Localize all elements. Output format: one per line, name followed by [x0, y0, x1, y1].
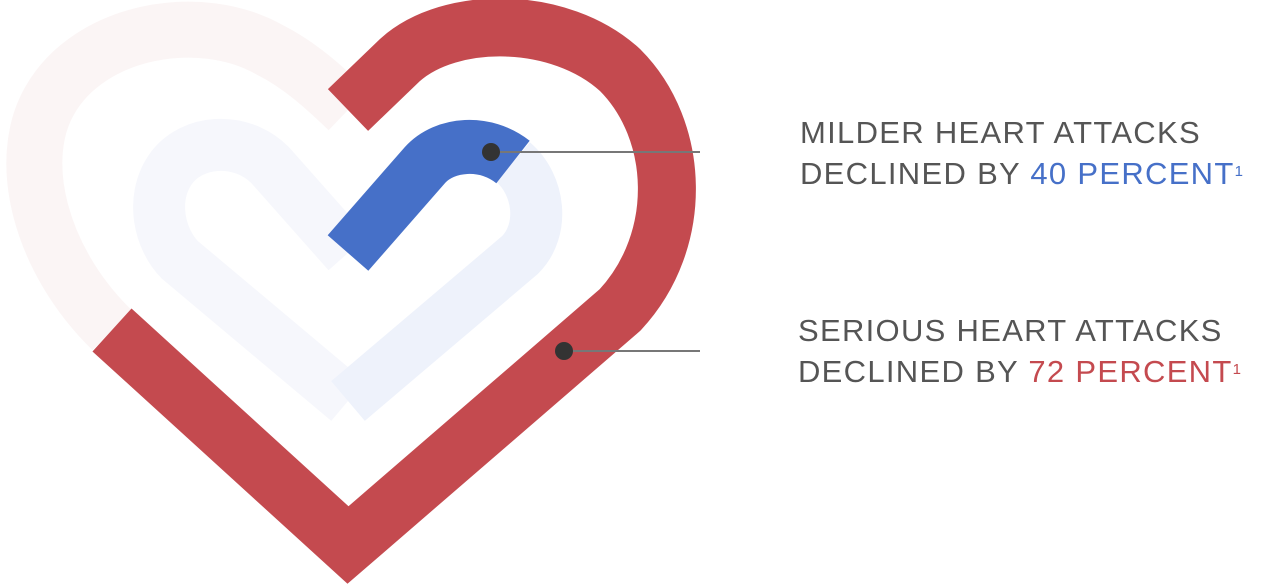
marker-dot-mild [482, 143, 500, 161]
callout-prefix: DECLINED BY [798, 354, 1029, 389]
callout-serious-heart-attacks: SERIOUS HEART ATTACKS DECLINED BY 72 PER… [798, 310, 1241, 392]
callout-line2: DECLINED BY 72 PERCENT1 [798, 351, 1241, 392]
callout-highlight: 72 PERCENT [1028, 354, 1233, 389]
callout-prefix: DECLINED BY [800, 156, 1031, 191]
inner-heart-pale-left [133, 119, 368, 421]
callout-milder-heart-attacks: MILDER HEART ATTACKS DECLINED BY 40 PERC… [800, 112, 1243, 194]
outer-heart-pale-segment [6, 1, 368, 351]
inner-heart-pale-right [331, 142, 563, 421]
callout-line1: MILDER HEART ATTACKS [800, 115, 1201, 150]
heart-graphic [6, 0, 700, 584]
callout-line2: DECLINED BY 40 PERCENT1 [800, 153, 1243, 194]
inner-heart-blue-segment [327, 119, 530, 271]
callout-line1: SERIOUS HEART ATTACKS [798, 313, 1223, 348]
marker-dot-serious [555, 342, 573, 360]
footnote-marker: 1 [1234, 163, 1243, 180]
outer-heart-red-segment [92, 0, 696, 584]
footnote-marker: 1 [1232, 361, 1241, 378]
callout-highlight: 40 PERCENT [1030, 156, 1235, 191]
